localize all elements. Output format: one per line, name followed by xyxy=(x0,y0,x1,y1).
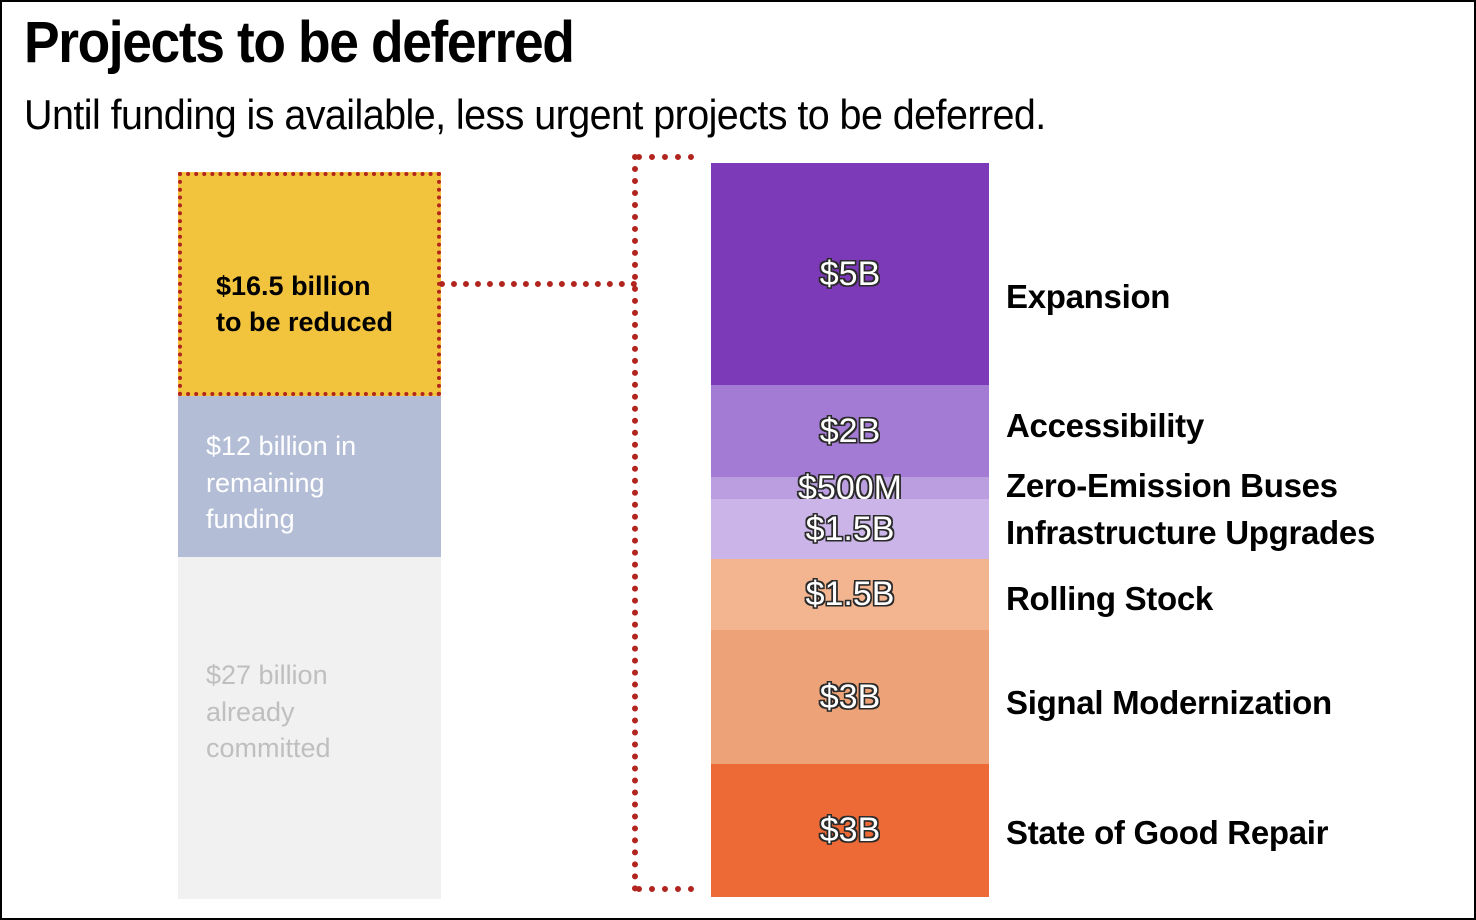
stack-value-accessibility: $2B xyxy=(819,411,881,450)
connector-horizontal-bottom xyxy=(636,886,694,892)
category-label-rolling-stock: Rolling Stock xyxy=(1006,580,1213,617)
stack-segment-state-of-good-repair: $3B xyxy=(711,764,989,897)
category-label-zero-emission-buses: Zero-Emission Buses xyxy=(1006,467,1338,504)
stack-value-rolling-stock: $1.5B xyxy=(805,575,895,613)
stack-segment-infrastructure-upgrades: $1.5B xyxy=(711,499,989,559)
stack-value-expansion: $5B xyxy=(819,254,881,293)
stack-segment-zero-emission-buses: $500M xyxy=(711,469,989,507)
category-label-expansion: Expansion xyxy=(1006,278,1171,315)
stack-segment-expansion: $5B xyxy=(711,163,989,385)
stacked-bar: $5B $2B $500M $1.5B $1.5B $3B $3B xyxy=(711,163,989,897)
funding-segment-remaining-label: $12 billion in remaining funding xyxy=(206,431,357,535)
funding-segment-to-be-reduced: $16.5 billion to be reduced xyxy=(178,172,441,396)
connector-vertical xyxy=(632,154,638,892)
funding-column: $16.5 billion to be reduced $12 billion … xyxy=(178,172,441,899)
category-label-signal-modernization: Signal Modernization xyxy=(1006,684,1332,721)
funding-segment-to-be-reduced-label: $16.5 billion to be reduced xyxy=(216,271,394,338)
stack-value-state-of-good-repair: $3B xyxy=(819,811,881,849)
stack-value-infrastructure-upgrades: $1.5B xyxy=(805,509,895,548)
page-subtitle: Until funding is available, less urgent … xyxy=(24,91,1046,138)
funding-segment-remaining: $12 billion in remaining funding xyxy=(178,396,441,557)
category-label-accessibility: Accessibility xyxy=(1006,407,1204,444)
funding-segment-committed: $27 billion already committed xyxy=(178,557,441,899)
category-label-infrastructure-upgrades: Infrastructure Upgrades xyxy=(1006,514,1376,551)
page-title: Projects to be deferred xyxy=(24,10,575,75)
stack-segment-accessibility: $2B xyxy=(711,385,989,477)
stack-value-signal-modernization: $3B xyxy=(819,677,881,716)
category-label-state-of-good-repair: State of Good Repair xyxy=(1006,814,1329,851)
connector-horizontal-top xyxy=(636,154,694,160)
stack-segment-rolling-stock: $1.5B xyxy=(711,559,989,630)
funding-segment-committed-label: $27 billion already committed xyxy=(206,660,331,764)
connector-horizontal-middle xyxy=(439,281,637,287)
stack-segment-signal-modernization: $3B xyxy=(711,630,989,764)
